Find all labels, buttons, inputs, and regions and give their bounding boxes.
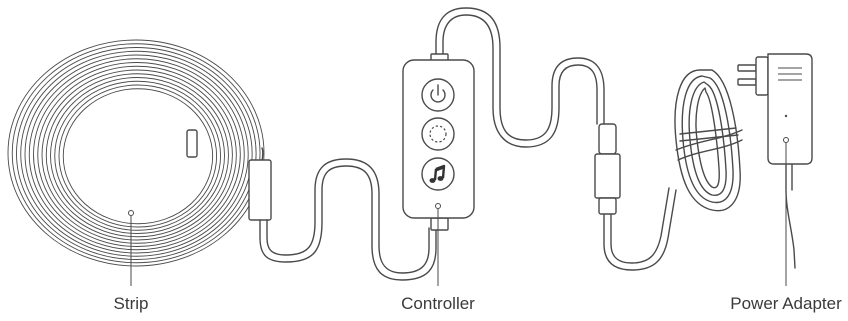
coil-ring <box>24 54 249 254</box>
power-icon <box>421 78 455 112</box>
coil-rings <box>7 39 265 267</box>
controller-unit <box>402 53 475 231</box>
coiled-cable <box>674 69 743 212</box>
strip-connector <box>248 159 272 221</box>
coil-ring <box>20 50 253 257</box>
strip-coil <box>7 39 265 267</box>
controller-label: Controller <box>401 294 475 313</box>
coil-ring <box>7 39 265 267</box>
coil-ring <box>54 80 221 231</box>
power-adapter <box>737 53 813 165</box>
coil-ring <box>28 58 245 251</box>
coil-ring <box>62 88 214 225</box>
coil-ring <box>16 47 257 260</box>
coil-ring <box>50 77 225 234</box>
coil-ring <box>45 73 229 238</box>
cables <box>259 7 796 281</box>
coil-ring <box>37 65 237 244</box>
strip-end-tab <box>186 129 198 158</box>
power-adapter-label: Power Adapter <box>730 294 842 313</box>
coil-ring <box>33 62 241 247</box>
mode-icon <box>421 117 455 151</box>
coil-ring <box>11 43 261 264</box>
music-note-icon <box>421 157 455 191</box>
inline-connector <box>594 123 621 215</box>
coil-ring <box>58 84 218 228</box>
callout-lines <box>128 137 789 286</box>
strip-label: Strip <box>113 294 149 313</box>
coil-ring <box>41 69 233 241</box>
